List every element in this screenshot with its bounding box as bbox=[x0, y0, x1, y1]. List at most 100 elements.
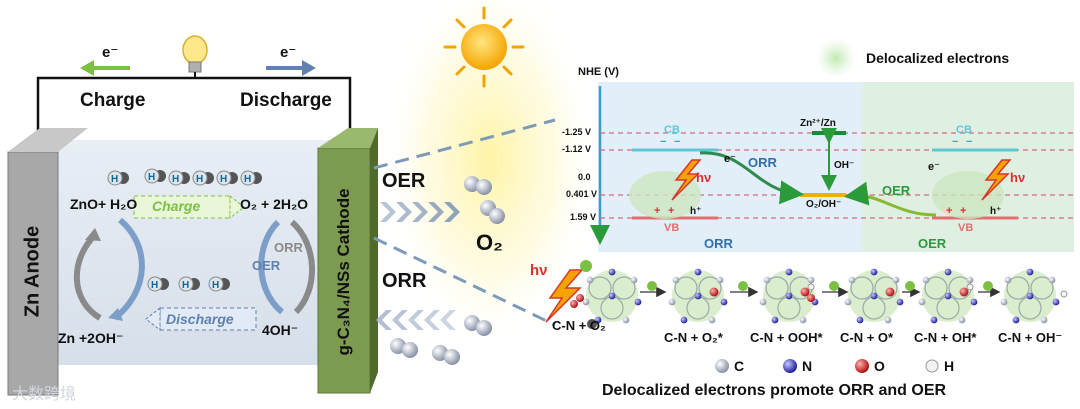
watermark: 大数跨境 bbox=[12, 386, 77, 403]
oer-region-label: OER bbox=[918, 236, 947, 251]
delocalized-legend-label: Delocalized electrons bbox=[866, 50, 1010, 66]
lightning-icon-right bbox=[981, 159, 1012, 201]
lattice-right bbox=[932, 171, 1004, 219]
mech-hv-label: hν bbox=[530, 262, 548, 279]
lightning-icon-left bbox=[671, 159, 702, 201]
left-cb-label: CB bbox=[664, 124, 680, 136]
legend-n: N bbox=[802, 358, 813, 374]
o2-molecules bbox=[390, 176, 505, 365]
chevron bbox=[440, 310, 456, 330]
orr-chevrons bbox=[376, 310, 456, 330]
o2-level-label: O₂/OH⁻ bbox=[806, 199, 842, 210]
cathode-label: g-C₃N₄/NSs Cathode bbox=[334, 188, 353, 356]
cn-structure bbox=[759, 268, 819, 324]
discharge-box-label: Discharge bbox=[166, 311, 234, 327]
cell-cycle-arrows-right bbox=[258, 219, 315, 315]
discharge-reaction-right: 4OH⁻ bbox=[262, 322, 299, 338]
discharge-reaction-left: Zn +2OH⁻ bbox=[58, 330, 124, 346]
oer-process-label: OER bbox=[382, 170, 426, 192]
right-vb-label: VB bbox=[958, 222, 974, 234]
axis-title: NHE (V) bbox=[578, 66, 619, 78]
mechanism-caption: Delocalized electrons promote ORR and OE… bbox=[602, 382, 947, 399]
cn-structure bbox=[570, 268, 642, 324]
tick-neg125: -1.25 V bbox=[562, 127, 592, 137]
right-cb-minus-2: − bbox=[966, 136, 973, 148]
left-cb-minus-1: − bbox=[660, 136, 667, 148]
lightning-icon-mech bbox=[545, 269, 584, 323]
zn-anode-slab bbox=[7, 128, 88, 396]
left-vb-label: VB bbox=[664, 222, 680, 234]
molecule-h-label: H bbox=[111, 174, 118, 185]
oer-chevrons bbox=[380, 202, 460, 222]
mechanism-electrons bbox=[580, 260, 993, 329]
mechanism-structures bbox=[570, 268, 1068, 324]
right-vb-plus-2: + bbox=[960, 205, 967, 217]
orr-path-label: ORR bbox=[748, 155, 777, 170]
cell-oer-label: OER bbox=[252, 258, 281, 273]
water-molecule: H bbox=[107, 170, 129, 186]
charge-reaction-right: O₂ + 2H₂O bbox=[240, 196, 309, 212]
mech-step-0: C-N + O₂ bbox=[552, 318, 606, 333]
chevron bbox=[392, 310, 408, 330]
zoom-line-top bbox=[373, 118, 556, 170]
tick-159: 1.59 V bbox=[570, 212, 597, 222]
legend-c: C bbox=[734, 358, 745, 374]
water-molecule: H bbox=[192, 170, 214, 186]
molecule-h-label: H bbox=[172, 174, 179, 185]
tick-zero: 0.0 bbox=[578, 172, 591, 182]
chevron bbox=[412, 202, 428, 222]
left-cb-minus-2: − bbox=[674, 136, 681, 148]
atom-legend-balls bbox=[715, 359, 939, 373]
discharge-label: Discharge bbox=[240, 90, 332, 111]
molecule-h-label: H bbox=[196, 174, 203, 185]
tick-neg112: -1.12 V bbox=[562, 144, 592, 154]
oer-path-label: OER bbox=[882, 183, 911, 198]
tick-0401: 0.401 V bbox=[566, 189, 598, 199]
delocalized-legend-glow bbox=[816, 38, 856, 78]
left-hv-label: hν bbox=[696, 170, 712, 185]
chevron bbox=[428, 202, 444, 222]
right-vb-plus-1: + bbox=[946, 205, 953, 217]
discharge-electron-arrow bbox=[266, 60, 316, 76]
mech-step-1: C-N + O₂* bbox=[664, 330, 723, 345]
light-bulb-icon bbox=[182, 35, 208, 78]
left-vb-plus-2: + bbox=[668, 205, 675, 217]
o2-label: O₂ bbox=[476, 230, 503, 255]
mech-step-4: C-N + OH* bbox=[914, 330, 977, 345]
sun-glow bbox=[380, 0, 600, 350]
zoom-line-bottom bbox=[373, 236, 556, 327]
water-molecule: H bbox=[178, 276, 200, 292]
left-electron: e⁻ bbox=[724, 153, 736, 165]
oer-transfer-curve bbox=[844, 181, 937, 217]
molecule-h-label: H bbox=[220, 174, 227, 185]
chevron bbox=[408, 310, 424, 330]
cn-structure bbox=[1000, 268, 1068, 324]
chevron bbox=[396, 202, 412, 222]
left-vb-plus-1: + bbox=[654, 205, 661, 217]
discharge-electron-label: e⁻ bbox=[280, 44, 297, 61]
legend-h: H bbox=[944, 358, 955, 374]
charge-label: Charge bbox=[80, 90, 146, 111]
water-molecule: H bbox=[208, 276, 230, 292]
cn-structure bbox=[918, 268, 978, 324]
sun-icon bbox=[443, 6, 525, 88]
charge-electron-arrow bbox=[80, 60, 130, 76]
water-molecule: H bbox=[168, 170, 190, 186]
cathode-slab bbox=[317, 128, 378, 394]
cell-orr-label: ORR bbox=[274, 240, 303, 255]
chevron bbox=[376, 310, 392, 330]
cn-structure bbox=[844, 268, 904, 324]
molecule-h-label: H bbox=[148, 172, 155, 183]
molecule-h-label: H bbox=[212, 280, 219, 291]
oh-label: OH⁻ bbox=[834, 160, 855, 171]
right-hv-label: hν bbox=[1010, 170, 1026, 185]
mech-step-3: C-N + O* bbox=[840, 330, 894, 345]
zn-level-label: Zn²⁺/Zn bbox=[800, 118, 836, 129]
orr-transfer-curve bbox=[699, 151, 804, 205]
water-molecule: H bbox=[216, 170, 238, 186]
mech-step-2: C-N + OOH* bbox=[750, 330, 823, 345]
charge-reaction-left: ZnO+ H₂O bbox=[70, 196, 138, 212]
electrolyte-body bbox=[40, 140, 335, 365]
right-cb-label: CB bbox=[956, 124, 972, 136]
